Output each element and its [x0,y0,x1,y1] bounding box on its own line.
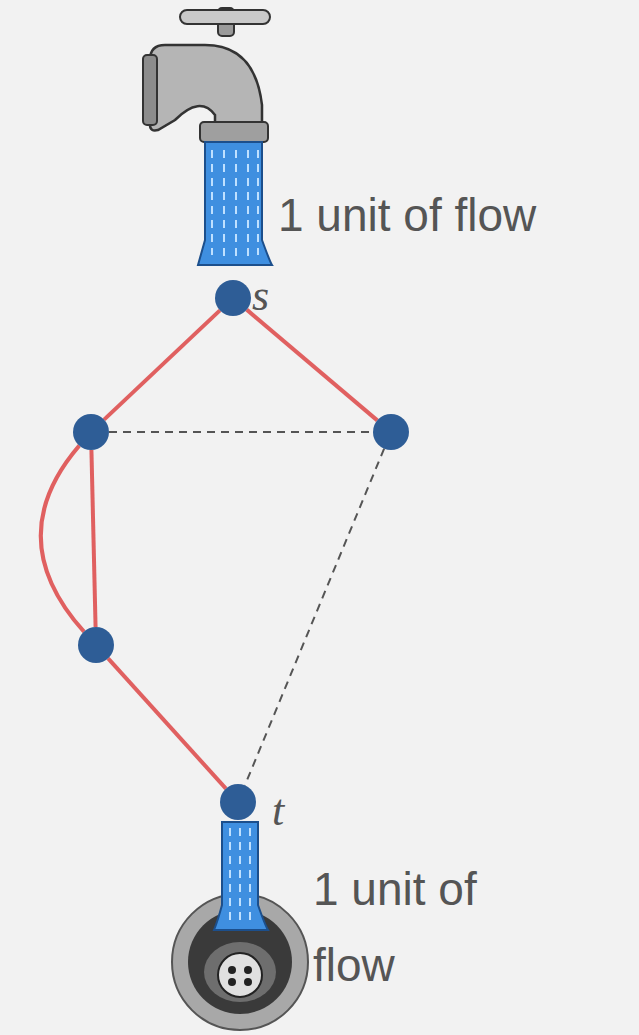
flow-edge [91,450,95,627]
graph-vertex [73,414,109,450]
flow-edge [104,310,220,419]
graph-vertex [215,280,251,316]
graph-vertex [373,414,409,450]
water-stream [214,822,268,930]
flow-edge [247,310,378,421]
water-stream [198,142,272,265]
flow-label: 1 unit of flow [278,178,633,254]
vertex-label: t [272,785,284,836]
unused-edge [109,431,373,433]
graph-vertex [78,627,114,663]
flow-edge [108,658,226,788]
flow-label: 1 unit of flow [313,852,543,1004]
faucet [143,8,270,142]
vertex-label: s [252,270,269,321]
unused-edge [245,449,384,786]
flow-edge [41,446,84,632]
graph-vertex [220,784,256,820]
